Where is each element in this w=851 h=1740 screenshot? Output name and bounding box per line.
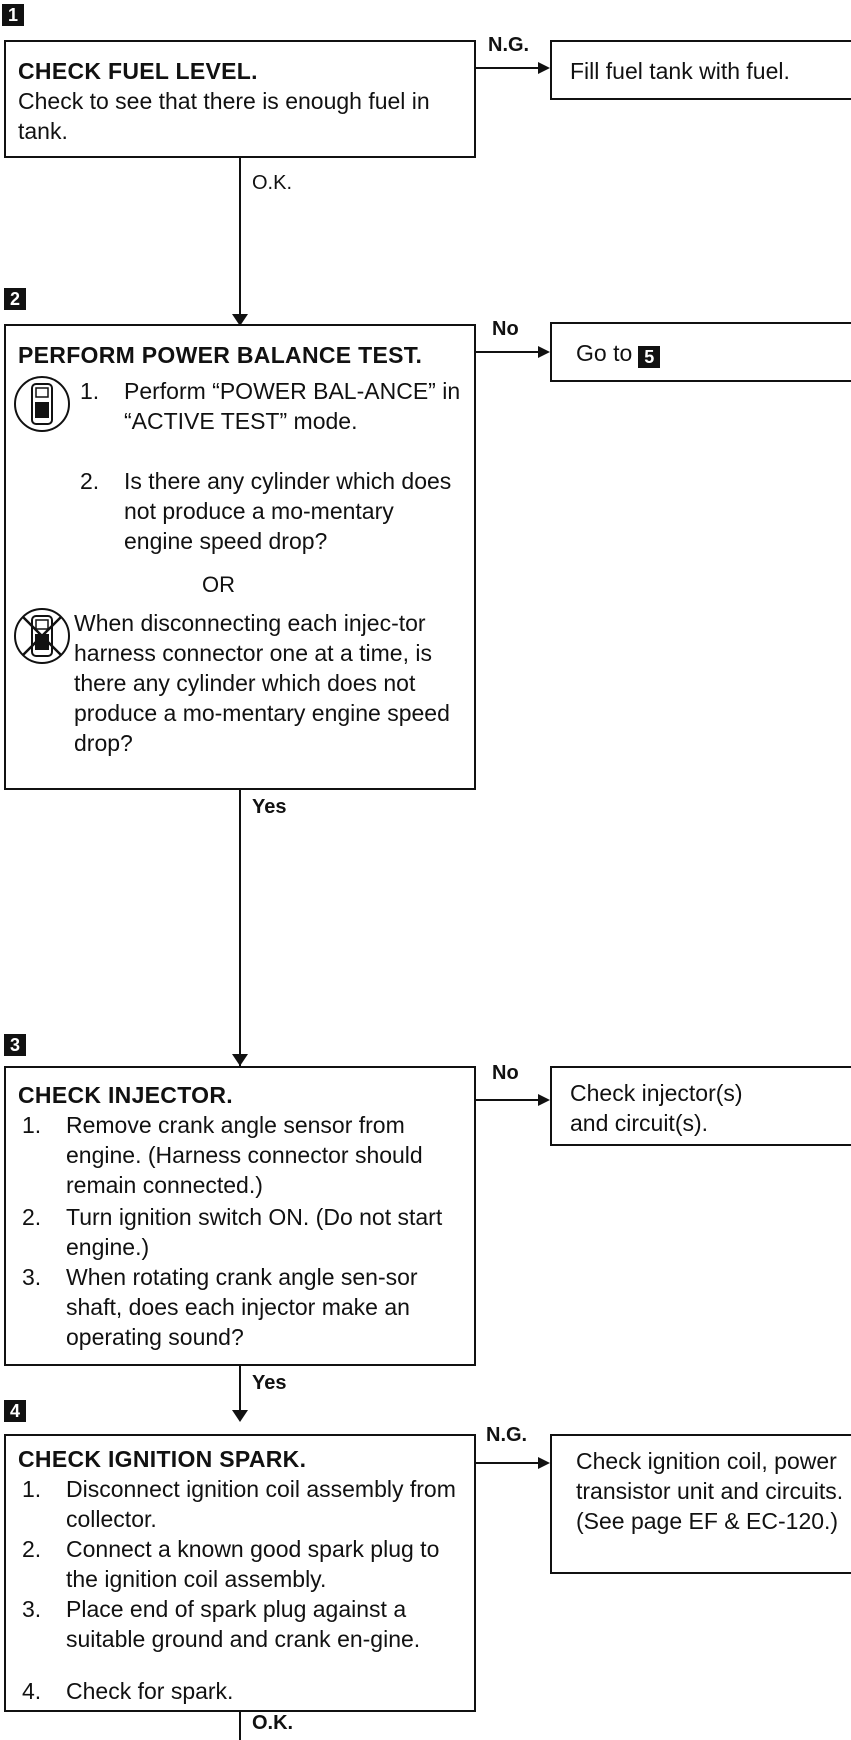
consult-tester-icon	[12, 374, 72, 439]
step-1-body: Check to see that there is enough fuel i…	[18, 88, 430, 144]
step-2-action-prefix: Go to	[576, 340, 633, 366]
step-2-alt-text: When disconnecting each injec-tor harnes…	[74, 610, 450, 756]
step-3-no-label: No	[492, 1062, 519, 1084]
step-2-number: 2	[4, 288, 26, 310]
step-3-box: CHECK INJECTOR. 1. Remove crank angle se…	[4, 1066, 476, 1366]
step-2-item-2-num: 2.	[80, 468, 100, 494]
step-4-item-3-num: 3.	[22, 1596, 42, 1622]
no-tester-icon	[12, 606, 72, 671]
step-4-ok-label: O.K.	[252, 1712, 294, 1734]
step-2-box: PERFORM POWER BALANCE TEST. 1. Perform “…	[4, 324, 476, 790]
step-4-item-4-num: 4.	[22, 1678, 42, 1704]
step-5-ref-badge: 5	[638, 346, 661, 368]
step-1-ng-label: N.G.	[488, 34, 530, 56]
step-2-item-1-num: 1.	[80, 378, 100, 404]
step-4-box: CHECK IGNITION SPARK. 1. Disconnect igni…	[4, 1434, 476, 1712]
step-3-item-3-num: 3.	[22, 1264, 42, 1290]
step-2-title: PERFORM POWER BALANCE TEST.	[18, 342, 423, 368]
step-2-yes-label: Yes	[252, 796, 287, 818]
step-4-ng-label: N.G.	[486, 1424, 528, 1446]
step-3-yes-label: Yes	[252, 1372, 287, 1394]
step-4-item-2: Connect a known good spark plug to the i…	[66, 1536, 440, 1592]
step-4-action: Check ignition coil, power transistor un…	[576, 1448, 844, 1534]
step-1-box: CHECK FUEL LEVEL. Check to see that ther…	[4, 40, 476, 158]
step-2-no-label: No	[492, 318, 519, 340]
step-3-action: Check injector(s) and circuit(s).	[570, 1080, 743, 1136]
step-1-number: 1	[2, 4, 24, 26]
step-1-action: Fill fuel tank with fuel.	[570, 58, 790, 84]
step-4-item-1-num: 1.	[22, 1476, 42, 1502]
step-1-ok-label: O.K.	[252, 172, 293, 194]
step-2-or-label: OR	[202, 572, 235, 597]
step-3-item-1: Remove crank angle sensor from engine. (…	[66, 1112, 423, 1198]
step-1-action-box: Fill fuel tank with fuel.	[550, 40, 851, 100]
step-2-item-2: Is there any cylinder which does not pro…	[124, 468, 452, 554]
step-3-item-3: When rotating crank angle sen-sor shaft,…	[66, 1264, 418, 1350]
step-4-item-1: Disconnect ignition coil assembly from c…	[66, 1476, 456, 1532]
step-4-item-4: Check for spark.	[66, 1678, 234, 1704]
step-4-number: 4	[4, 1400, 26, 1422]
step-4-item-2-num: 2.	[22, 1536, 42, 1562]
step-3-item-2: Turn ignition switch ON. (Do not start e…	[66, 1204, 443, 1260]
step-2-item-1: Perform “POWER BAL-ANCE” in “ACTIVE TEST…	[124, 378, 461, 434]
step-4-action-box: Check ignition coil, power transistor un…	[550, 1434, 851, 1574]
step-3-item-1-num: 1.	[22, 1112, 42, 1138]
step-3-item-2-num: 2.	[22, 1204, 42, 1230]
step-3-number: 3	[4, 1034, 26, 1056]
step-1-title: CHECK FUEL LEVEL.	[18, 58, 258, 84]
step-3-action-box: Check injector(s) and circuit(s).	[550, 1066, 851, 1146]
step-4-title: CHECK IGNITION SPARK.	[18, 1446, 307, 1472]
step-4-item-3: Place end of spark plug against a suitab…	[66, 1596, 421, 1652]
step-3-title: CHECK INJECTOR.	[18, 1082, 233, 1108]
